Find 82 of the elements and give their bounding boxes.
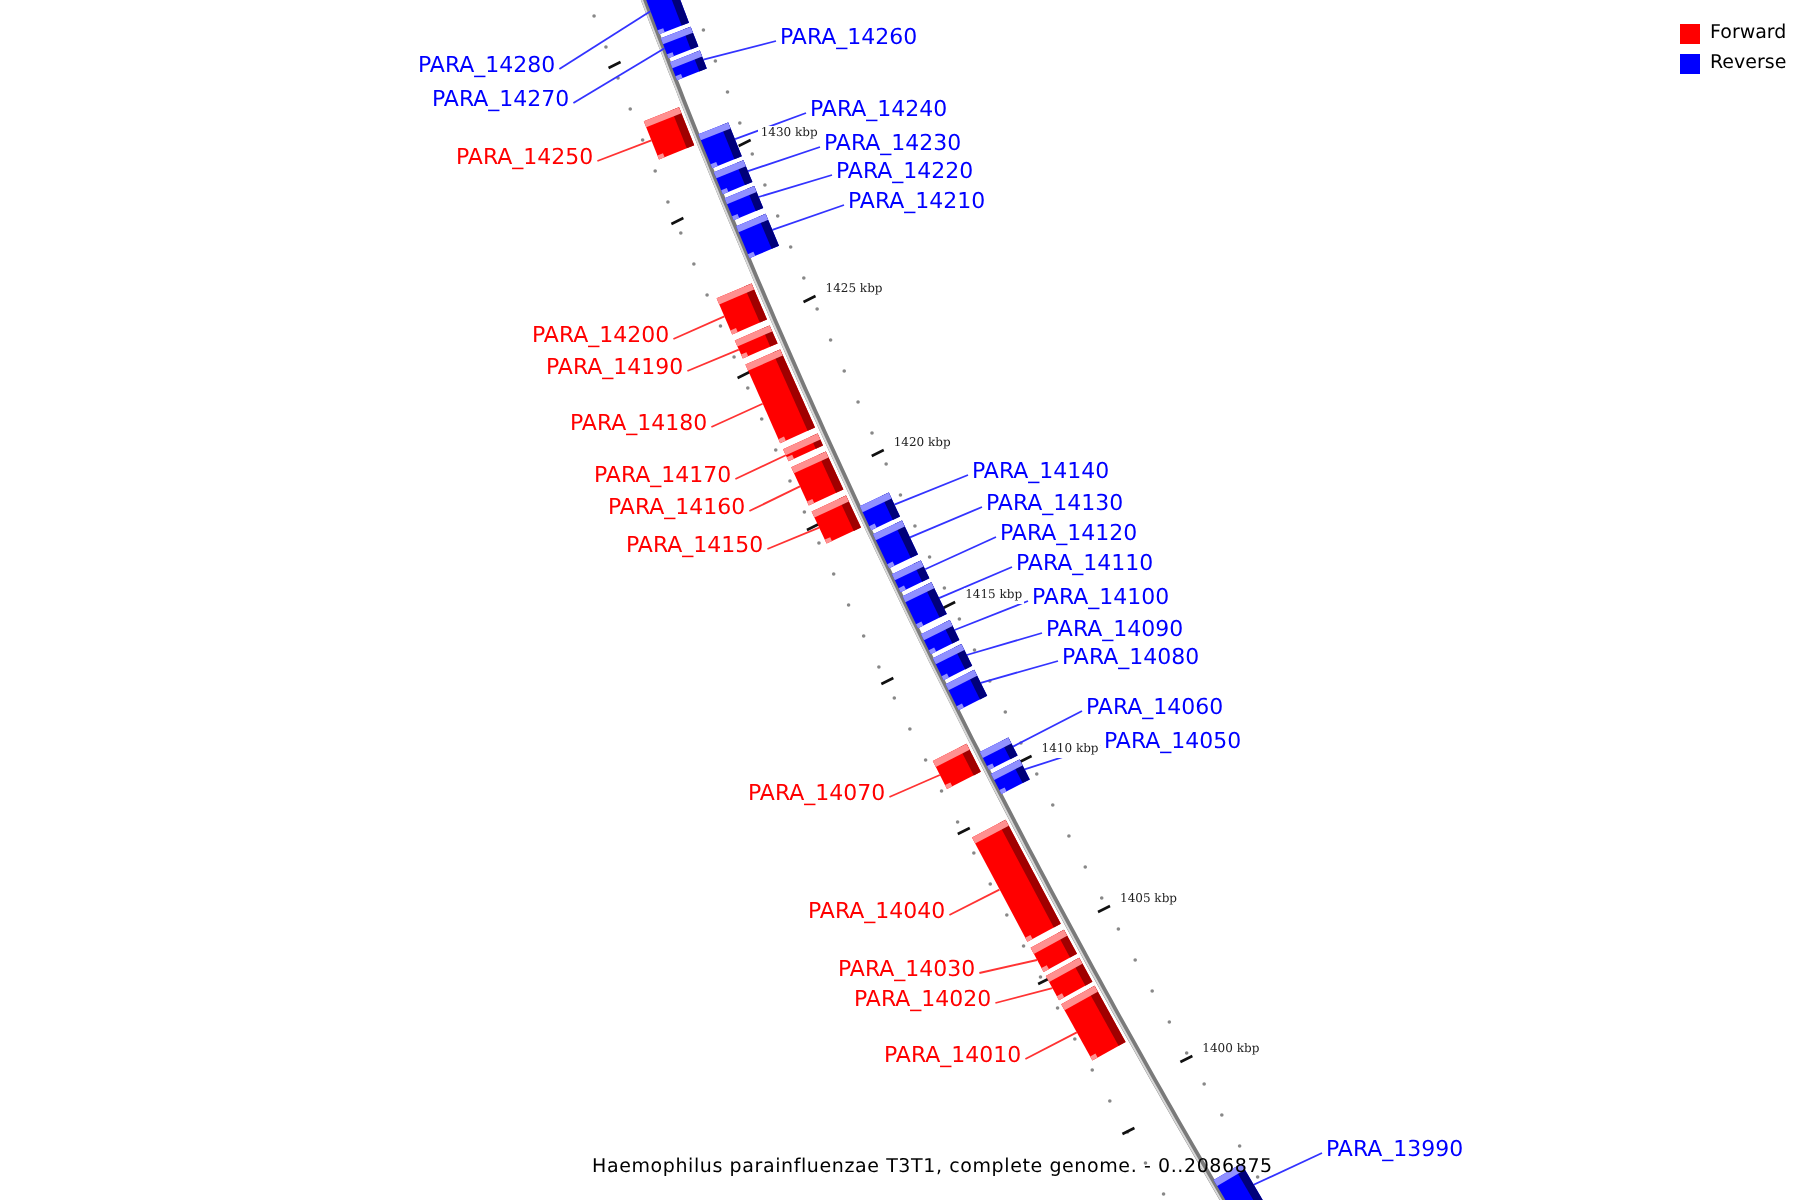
gene-label: PARA_14040: [808, 898, 946, 924]
gene-block: [932, 743, 981, 789]
gene-block: [698, 122, 742, 169]
leader-line: [888, 774, 941, 798]
gene-label: PARA_14100: [1032, 584, 1170, 610]
leader-line: [558, 10, 652, 70]
leader-line: [734, 112, 807, 141]
legend-label: Forward: [1710, 22, 1787, 44]
leader-line: [953, 600, 1029, 631]
gene-label: PARA_14210: [848, 188, 986, 214]
leader-line: [965, 632, 1043, 656]
leader-line: [1252, 1152, 1323, 1186]
gene-label: PARA_14220: [836, 158, 974, 184]
leader-line: [748, 485, 801, 512]
gene-label: PARA_14120: [1000, 520, 1138, 546]
gene-label: PARA_14140: [972, 458, 1110, 484]
gene-label: PARA_14110: [1016, 550, 1154, 576]
gene-block: [991, 759, 1030, 794]
gene-block: [660, 26, 699, 59]
gene-label: PARA_14020: [854, 986, 992, 1012]
leader-line: [893, 474, 969, 506]
gene-block: [734, 325, 778, 359]
gene-label: PARA_14180: [570, 410, 708, 436]
leader-line: [994, 987, 1054, 1004]
gene-block: [724, 186, 764, 221]
gene-label: PARA_14050: [1104, 728, 1242, 754]
gene-block: [713, 160, 753, 195]
leader-line: [909, 506, 983, 539]
leader-line: [924, 536, 997, 571]
gene-block: [873, 520, 918, 569]
gene-block: [745, 349, 815, 444]
gene-label: PARA_14260: [780, 24, 918, 50]
leader-line: [979, 660, 1059, 684]
gene-block: [972, 819, 1061, 942]
leader-line: [734, 454, 787, 480]
leader-line: [938, 566, 1013, 600]
gene-label: PARA_14190: [546, 354, 684, 380]
leader-line: [766, 526, 821, 550]
gene-block: [859, 492, 900, 531]
gene-label: PARA_14170: [594, 462, 732, 488]
leader-line: [757, 174, 833, 198]
leader-line: [747, 146, 821, 173]
gene-label: PARA_14200: [532, 322, 670, 348]
gene-block: [902, 582, 947, 629]
gene-block: [736, 213, 779, 259]
leader-line: [686, 348, 740, 372]
gene-label: PARA_14150: [626, 532, 764, 558]
gene-block: [945, 669, 988, 711]
gene-block: [1061, 985, 1126, 1061]
gene-label: PARA_14160: [608, 494, 746, 520]
gene-block: [921, 620, 960, 655]
leader-line: [672, 315, 726, 340]
gene-label: PARA_14010: [884, 1042, 1022, 1068]
gene-block: [811, 495, 861, 544]
gene-label: PARA_14070: [748, 780, 886, 806]
gene-label: PARA_14030: [838, 956, 976, 982]
gene-block: [643, 107, 695, 160]
leader-line: [771, 204, 845, 231]
caption: Haemophilus parainfluenzae T3T1, complete genome. - 0..2086875: [592, 1156, 1273, 1178]
leader-line: [596, 139, 653, 162]
gene-label: PARA_14060: [1086, 694, 1224, 720]
leader-line: [572, 47, 666, 104]
gene-label: PARA_14250: [456, 144, 594, 170]
leader-line: [978, 959, 1038, 974]
gene-label: PARA_14270: [432, 86, 570, 112]
leader-line: [710, 402, 764, 428]
gene-label: PARA_14090: [1046, 616, 1184, 642]
leader-line: [702, 40, 777, 61]
leader-line: [1012, 710, 1083, 748]
leader-line: [948, 888, 1001, 916]
gene-label: PARA_14230: [824, 130, 962, 156]
gene-block: [641, 0, 689, 35]
gene-block: [670, 50, 707, 81]
gene-label: PARA_13990: [1326, 1136, 1464, 1162]
gene-label: PARA_14240: [810, 96, 948, 122]
legend-label: Reverse: [1710, 52, 1787, 74]
gene-label: PARA_14130: [986, 490, 1124, 516]
gene-block: [932, 644, 973, 681]
gene-label: PARA_14080: [1062, 644, 1200, 670]
leader-line: [1024, 1031, 1078, 1060]
gene-label: PARA_14280: [418, 52, 556, 78]
gene-block: [716, 283, 767, 335]
